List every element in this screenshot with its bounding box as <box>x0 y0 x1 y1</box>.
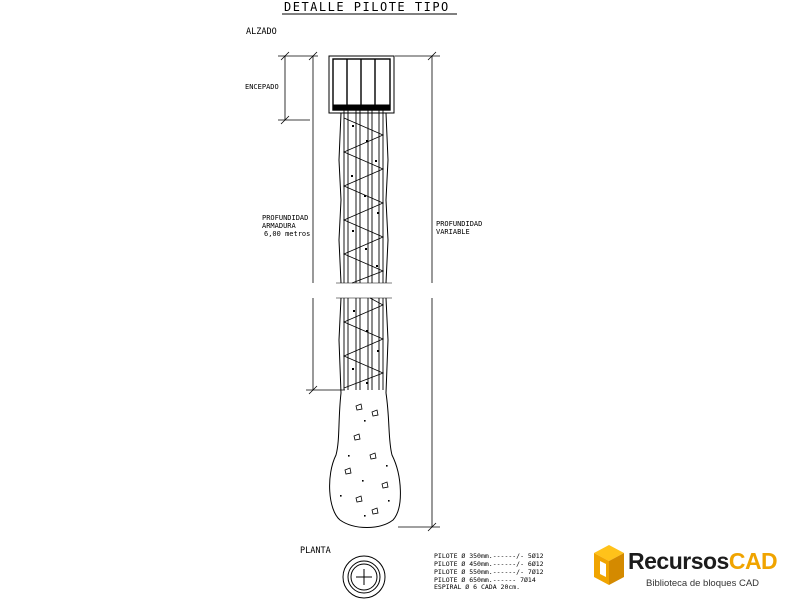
plan-view-circle <box>342 555 386 599</box>
concrete-aggregate <box>351 125 379 384</box>
label-prof-armadura-3: 6,00 metros <box>264 230 310 238</box>
label-planta: PLANTA <box>300 546 331 556</box>
drawing-title: DETALLE PILOTE TIPO <box>284 0 450 14</box>
label-alzado: ALZADO <box>246 27 277 37</box>
bulb-aggregate <box>344 403 389 515</box>
note-line-1: PILOTE Ø 350mm.------/- 5Ø12 <box>434 552 544 560</box>
break-lines <box>336 282 392 299</box>
logo-name: RecursosCAD <box>628 548 778 574</box>
recursoscad-logo: RecursosCAD Biblioteca de bloques CAD <box>590 540 800 600</box>
label-prof-armadura-2: ARMADURA <box>262 222 297 230</box>
reinforcement-bars <box>343 110 384 390</box>
pile-bulb <box>329 392 401 528</box>
bulb-specks <box>340 420 390 517</box>
note-line-2: PILOTE Ø 450mm.------/- 6Ø12 <box>434 560 544 568</box>
note-line-5: ESPIRAL Ø 6 CADA 20cm. <box>434 583 520 591</box>
pile-cap <box>328 55 395 114</box>
note-line-3: PILOTE Ø 550mm.------/- 7Ø12 <box>434 568 544 576</box>
label-prof-armadura-1: PROFUNDIDAD <box>262 214 308 222</box>
variable-depth-dimension <box>395 51 440 532</box>
spiral-reinforcement <box>342 117 385 389</box>
logo-tagline: Biblioteca de bloques CAD <box>646 578 760 589</box>
note-line-4: PILOTE Ø 650mm.------ 7Ø14 <box>434 576 536 584</box>
label-prof-variable-2: VARIABLE <box>436 228 470 236</box>
cube-logo-icon <box>594 545 624 585</box>
pile-shaft <box>338 112 389 394</box>
armadura-dimension <box>306 51 345 395</box>
encepado-dimension <box>278 51 318 125</box>
label-prof-variable-1: PROFUNDIDAD <box>436 220 482 228</box>
label-encepado: ENCEPADO <box>245 83 279 91</box>
